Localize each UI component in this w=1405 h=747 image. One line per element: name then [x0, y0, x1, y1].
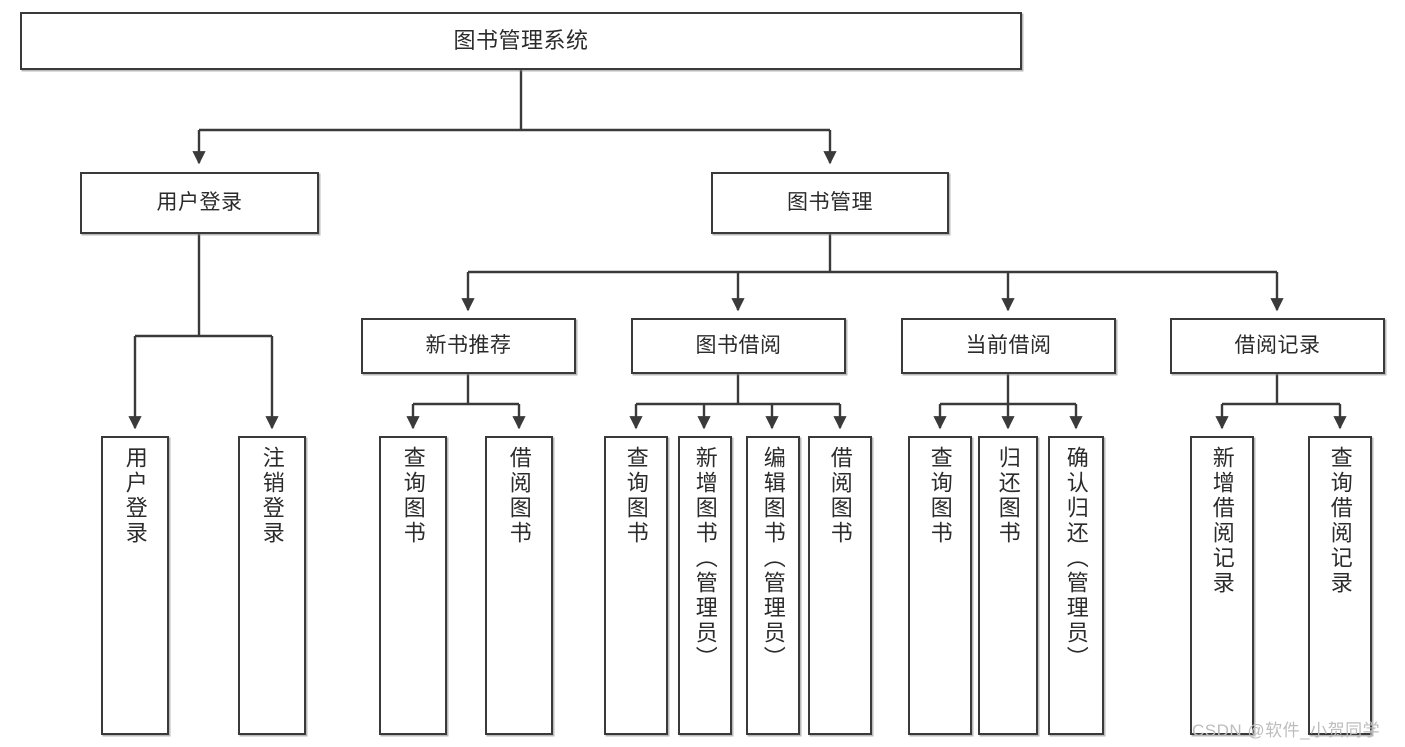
node-leaf-currentborrow-confirm-return-admin[interactable]: 确认归还（管理员）: [1048, 436, 1104, 735]
node-leaf-label: 查询图书: [927, 446, 953, 546]
node-user-login[interactable]: 用户登录: [80, 172, 319, 234]
node-current-borrow-label: 当前借阅: [965, 334, 1052, 358]
node-new-book-recommend-label: 新书推荐: [425, 334, 512, 358]
node-leaf-user-login-logout[interactable]: 注销登录: [238, 436, 306, 735]
node-book-borrow[interactable]: 图书借阅: [631, 318, 846, 374]
node-borrow-record-label: 借阅记录: [1234, 334, 1321, 358]
node-leaf-label: 查询借阅记录: [1327, 446, 1353, 596]
node-current-borrow[interactable]: 当前借阅: [901, 318, 1116, 374]
node-borrow-record[interactable]: 借阅记录: [1170, 318, 1385, 374]
node-leaf-currentborrow-query-book[interactable]: 查询图书: [908, 436, 972, 735]
node-user-login-label: 用户登录: [156, 191, 243, 215]
node-leaf-label: 归还图书: [995, 446, 1021, 546]
node-root-label: 图书管理系统: [453, 27, 589, 53]
node-leaf-label: 用户登录: [122, 446, 148, 546]
node-leaf-currentborrow-return-book[interactable]: 归还图书: [978, 436, 1038, 735]
node-leaf-label: 查询图书: [400, 446, 426, 546]
node-leaf-user-login-login[interactable]: 用户登录: [101, 436, 169, 735]
node-leaf-newbook-borrow-book[interactable]: 借阅图书: [485, 436, 553, 735]
node-leaf-label: 查询图书: [623, 446, 649, 546]
node-leaf-label: 新增借阅记录: [1209, 446, 1235, 596]
node-leaf-bookborrow-borrow-book[interactable]: 借阅图书: [808, 436, 872, 735]
node-new-book-recommend[interactable]: 新书推荐: [361, 318, 576, 374]
node-leaf-label: 借阅图书: [827, 446, 853, 546]
node-leaf-bookborrow-query-book[interactable]: 查询图书: [604, 436, 668, 735]
node-leaf-bookborrow-edit-book-admin[interactable]: 编辑图书（管理员）: [746, 436, 800, 735]
node-leaf-label: 借阅图书: [506, 446, 532, 546]
node-leaf-label: 新增图书（管理员）: [692, 446, 718, 671]
node-leaf-bookborrow-add-book-admin[interactable]: 新增图书（管理员）: [678, 436, 732, 735]
node-leaf-borrowrecord-query-record[interactable]: 查询借阅记录: [1308, 436, 1372, 735]
node-root-book-management-system[interactable]: 图书管理系统: [20, 12, 1022, 70]
node-leaf-borrowrecord-add-record[interactable]: 新增借阅记录: [1190, 436, 1254, 735]
node-leaf-label: 确认归还（管理员）: [1063, 446, 1089, 671]
node-leaf-label: 注销登录: [259, 446, 285, 546]
node-book-management-label: 图书管理: [787, 191, 873, 215]
node-book-borrow-label: 图书借阅: [695, 334, 782, 358]
node-leaf-label: 编辑图书（管理员）: [760, 446, 786, 671]
node-book-management[interactable]: 图书管理: [711, 172, 949, 234]
csdn-watermark: CSDN @软件_小贺同学: [1192, 721, 1381, 740]
node-leaf-newbook-query-book[interactable]: 查询图书: [379, 436, 447, 735]
